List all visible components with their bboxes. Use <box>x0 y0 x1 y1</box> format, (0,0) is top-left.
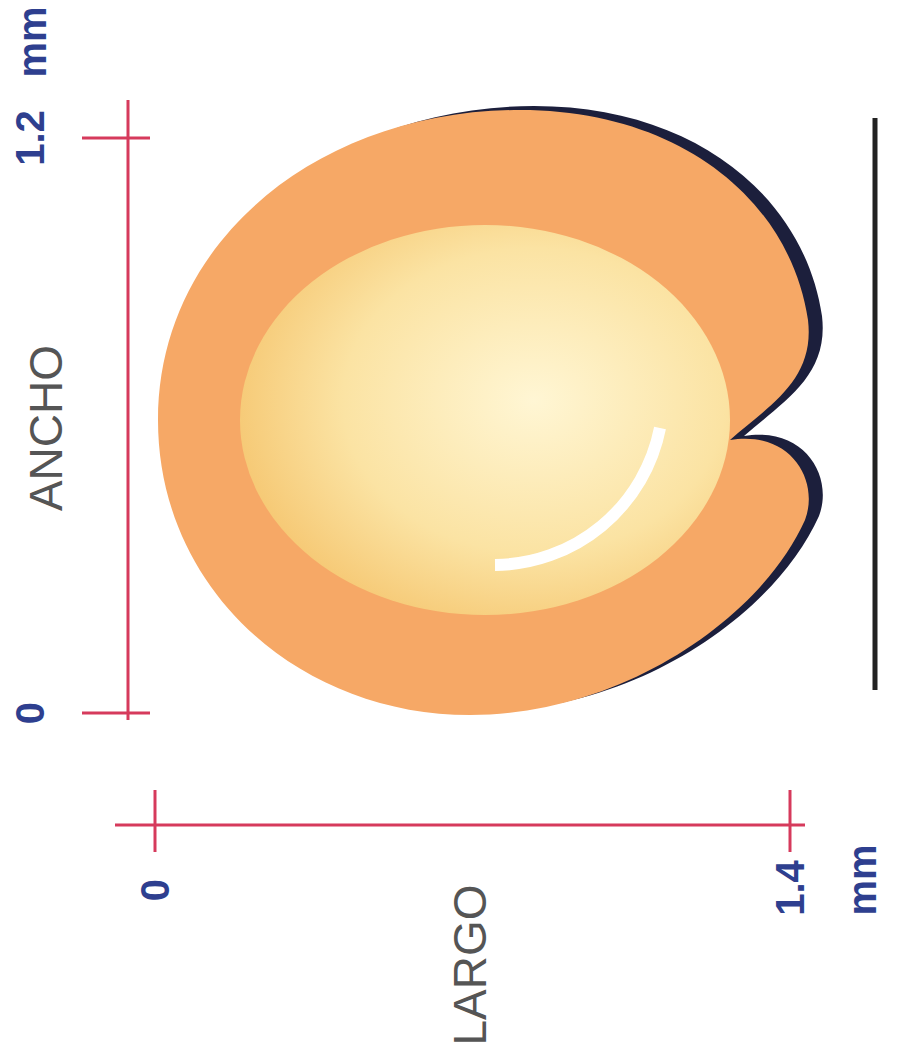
dimension-value: 0 <box>135 879 175 901</box>
width-axis <box>82 100 150 720</box>
seed-coat <box>158 110 809 715</box>
embryo <box>240 225 730 615</box>
unit-label: mm <box>12 6 52 77</box>
scale-bar <box>873 118 878 690</box>
dimension-value: 0 <box>10 702 50 724</box>
dimension-value: 1.4 <box>770 860 810 916</box>
length-axis <box>115 790 805 852</box>
unit-label: mm <box>842 844 882 915</box>
hilum-arc <box>495 428 660 565</box>
axis-title: ANCHO <box>23 345 69 511</box>
axis-title: LARGO <box>447 884 493 1045</box>
dimension-value: 1.2 <box>10 110 50 166</box>
